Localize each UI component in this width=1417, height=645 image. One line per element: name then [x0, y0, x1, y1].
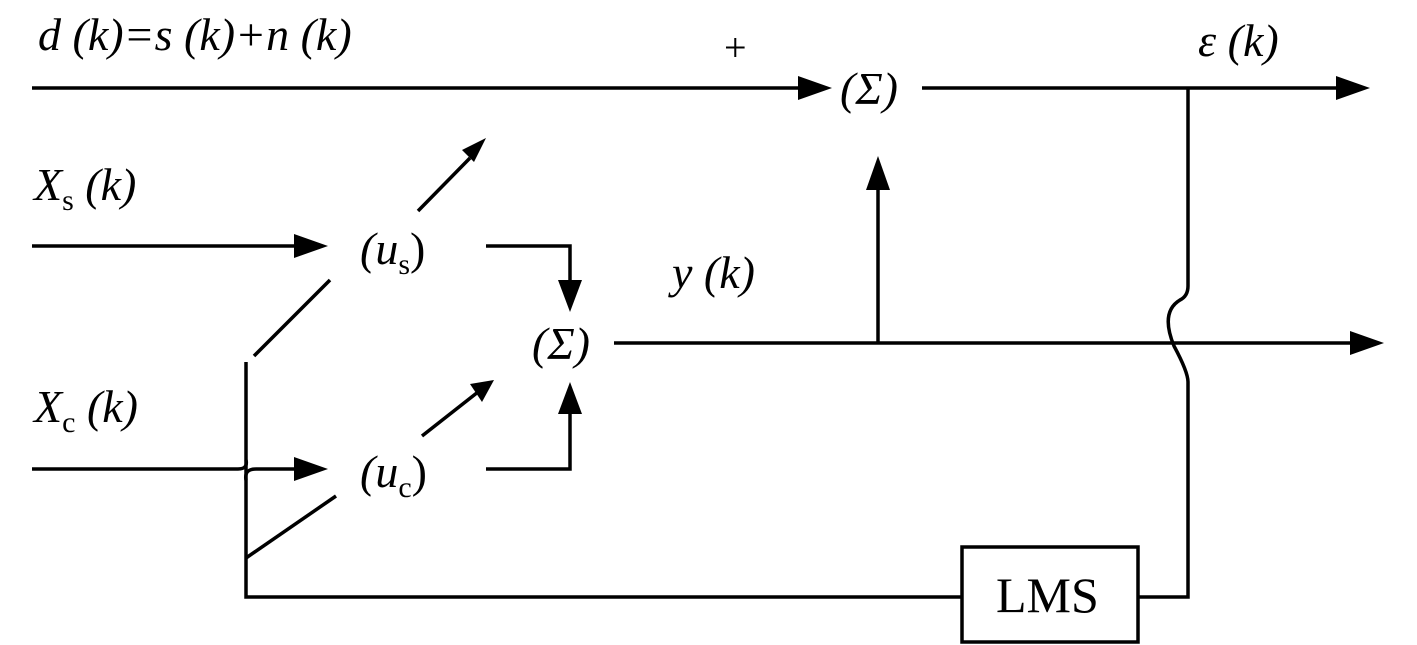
plus-sign: + [724, 25, 747, 70]
xc-input-line [32, 459, 296, 481]
uc-to-sum-line [486, 414, 572, 471]
lms-box [960, 545, 1140, 644]
y-label: y (k) [672, 247, 755, 298]
us-to-sum-arrowhead [558, 280, 582, 312]
xs-arrowhead [294, 234, 328, 258]
us-weight-adjust-line [252, 278, 332, 358]
us-subscript: s [398, 248, 411, 281]
uc-open: (u [360, 446, 399, 497]
epsilon-feedback-line [1138, 88, 1190, 599]
uc-adapt-arrow-line [420, 390, 480, 438]
xc-subscript: c [62, 406, 76, 439]
y-to-top-sum-arrowhead [866, 156, 890, 190]
xs-symbol: X [34, 159, 63, 210]
xs-subscript: s [62, 184, 74, 217]
uc-weight-node: (uc) [360, 449, 427, 503]
uc-close: ) [411, 446, 427, 497]
us-adapt-arrowhead [462, 138, 486, 162]
epsilon-label: ε (k) [1198, 15, 1279, 66]
mid-sum-node: (Σ) [532, 318, 590, 369]
top-sum-node: (Σ) [840, 63, 898, 114]
us-open: (u [360, 223, 399, 274]
us-close: ) [410, 223, 426, 274]
us-to-sum-line [486, 244, 572, 282]
xc-arrowhead [294, 457, 328, 481]
epsilon-arrowhead [1336, 76, 1370, 100]
uc-adapt-arrowhead [470, 380, 494, 402]
d-arrowhead [798, 76, 832, 100]
uc-to-sum-arrowhead [558, 382, 582, 414]
us-adapt-arrow-line [416, 156, 472, 213]
uc-subscript: c [398, 471, 412, 504]
xs-argument: (k) [73, 159, 137, 210]
xc-argument: (k) [75, 381, 138, 432]
lms-label: LMS [996, 567, 1099, 623]
uc-weight-adjust-line [245, 494, 337, 560]
xs-label: Xs (k) [34, 162, 136, 216]
us-weight-node: (us) [360, 226, 425, 280]
y-arrowhead [1350, 331, 1384, 355]
d-signal-label: d (k)=s (k)+n (k) [38, 9, 352, 60]
xc-symbol: X [34, 381, 63, 432]
lms-output-line [244, 362, 962, 599]
xc-label: Xc (k) [34, 384, 138, 438]
